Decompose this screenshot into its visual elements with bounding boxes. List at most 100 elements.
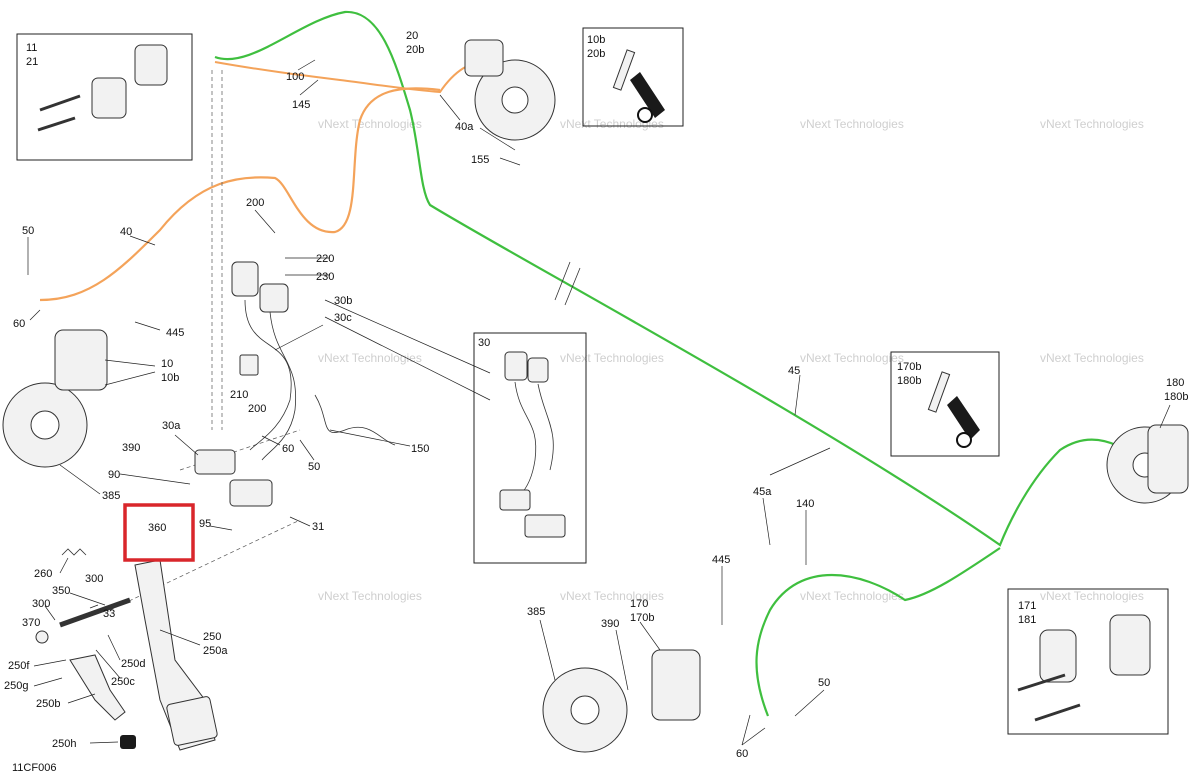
callout-label: 180b <box>1164 391 1188 403</box>
callout-label: 385 <box>527 606 545 618</box>
watermark: vNext Technologies <box>800 589 904 603</box>
callout-label: 180b <box>897 375 921 387</box>
callout-label: 60 <box>736 748 748 760</box>
callout-label: 30 <box>478 337 490 349</box>
brake-line-45 <box>214 10 1151 547</box>
figure-code: 11CF006 <box>12 762 56 774</box>
callout-label: 170 <box>630 598 648 610</box>
callout-label: 45 <box>788 365 800 377</box>
watermark: vNext Technologies <box>318 117 422 131</box>
break-mark <box>564 267 581 306</box>
watermark: vNext Technologies <box>1040 117 1144 131</box>
reservoir <box>259 283 289 313</box>
callout-label: 171 <box>1018 600 1036 612</box>
callout-label: 181 <box>1018 614 1036 626</box>
callout-label: 445 <box>712 554 730 566</box>
callout-label: 50 <box>22 225 34 237</box>
inset-30-assembly <box>499 351 566 538</box>
callout-label: 250f <box>8 660 30 672</box>
inset-box-170b-180b <box>890 351 1000 457</box>
callout-label: 50 <box>308 461 320 473</box>
callout-label: 390 <box>122 442 140 454</box>
brake-line-45a <box>755 547 1001 717</box>
callout-label: 385 <box>102 490 120 502</box>
callout-label-360: 360 <box>148 522 166 534</box>
caliper-bottom <box>651 649 701 721</box>
spring-260 <box>61 548 87 556</box>
watermark: vNext Technologies <box>800 351 904 365</box>
callout-label: 90 <box>108 469 120 481</box>
watermark: vNext Technologies <box>318 589 422 603</box>
pedal-arm-250b <box>69 654 126 721</box>
callout-label: 390 <box>601 618 619 630</box>
inset-box-11-21 <box>16 33 193 161</box>
callout-label: 140 <box>796 498 814 510</box>
callout-label: 250b <box>36 698 60 710</box>
inset-box-10b-20b <box>582 27 684 127</box>
callout-label: 100 <box>286 71 304 83</box>
inset-10b-20b-items <box>612 49 665 123</box>
inset-170b-180b-items <box>927 371 980 448</box>
reservoir-hose <box>261 311 297 461</box>
callout-label: 20 <box>406 30 418 42</box>
callout-label: 170b <box>897 361 921 373</box>
callout-label: 170b <box>630 612 654 624</box>
callout-label: 31 <box>312 521 324 533</box>
callout-label: 250g <box>4 680 28 692</box>
brake-lines <box>39 10 1151 717</box>
callout-label: 33 <box>103 608 115 620</box>
pedal-pad <box>166 696 218 746</box>
callout-label: 230 <box>316 271 334 283</box>
watermark: vNext Technologies <box>1040 351 1144 365</box>
callout-label: 40a <box>455 121 474 133</box>
inset-171-181-items <box>1017 614 1151 722</box>
callout-label: 350 <box>52 585 70 597</box>
inset-box-30 <box>473 332 587 564</box>
nut-370 <box>35 630 49 644</box>
callout-label: 300 <box>85 573 103 585</box>
callout-label: 95 <box>199 518 211 530</box>
brake-pedal-assembly <box>35 548 218 751</box>
sensor-wire-150 <box>314 394 396 446</box>
watermark: vNext Technologies <box>560 117 664 131</box>
callout-label: 30b <box>334 295 352 307</box>
callout-labels: 11 21 20 20b 10b 20b 100 145 40a 155 40 … <box>4 30 1188 774</box>
callout-label: 250h <box>52 738 76 750</box>
callout-label: 150 <box>411 443 429 455</box>
callout-label: 30a <box>162 420 181 432</box>
break-mark <box>554 261 571 301</box>
callout-label: 370 <box>22 617 40 629</box>
callout-label: 250d <box>121 658 145 670</box>
brake-disc-bottom <box>542 667 628 753</box>
reservoir <box>231 261 259 297</box>
reservoir-hose <box>244 299 292 451</box>
brake-disc-top <box>474 59 556 141</box>
pedal-pad-250h <box>120 735 136 749</box>
watermark: vNext Technologies <box>560 589 664 603</box>
caliper-left <box>54 329 108 391</box>
caliper-right <box>1147 424 1189 494</box>
master-cylinder-assembly <box>194 261 396 507</box>
brake-disc-left <box>2 382 88 468</box>
callout-label: 21 <box>26 56 38 68</box>
watermark: vNext Technologies <box>1040 589 1144 603</box>
inset-box-171-181 <box>1007 588 1169 735</box>
highlight-box-360 <box>123 503 195 562</box>
leader-lines <box>27 59 1171 746</box>
watermark-layer: vNext Technologies vNext Technologies vN… <box>318 117 1144 603</box>
pivot-shaft-350 <box>59 597 131 628</box>
callout-label: 300 <box>32 598 50 610</box>
callout-label: 145 <box>292 99 310 111</box>
master-cylinder <box>194 449 236 475</box>
callout-label: 445 <box>166 327 184 339</box>
callout-label: 60 <box>282 443 294 455</box>
callout-label: 155 <box>471 154 489 166</box>
callout-label: 20b <box>406 44 424 56</box>
callout-label: 200 <box>246 197 264 209</box>
inset-11-21-items <box>37 44 168 132</box>
callout-label: 50 <box>818 677 830 689</box>
callout-label: 30c <box>334 312 352 324</box>
callout-label: 60 <box>13 318 25 330</box>
